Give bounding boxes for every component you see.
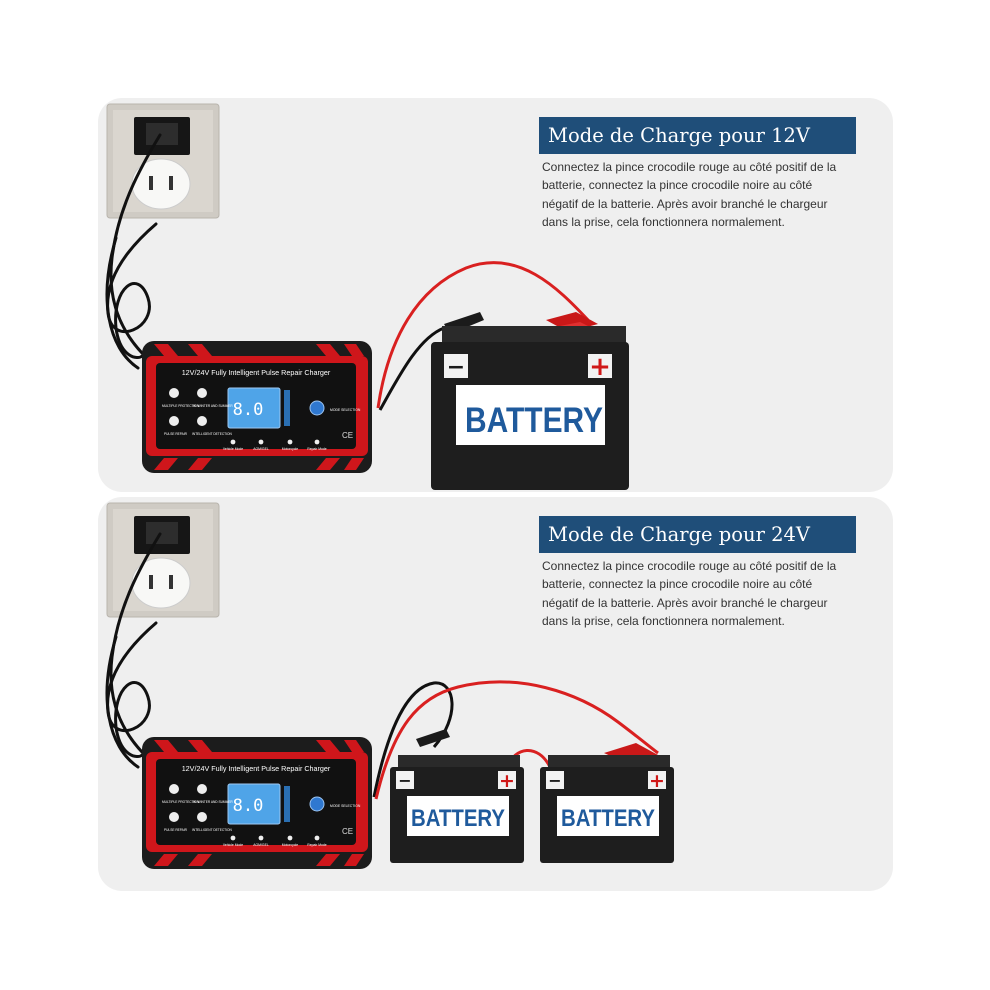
mode-selection-label: MODE SELECTION xyxy=(330,408,361,412)
section-description: Connectez la pince crocodile rouge au cô… xyxy=(542,557,852,631)
description-line: batterie, connectez la pince crocodile n… xyxy=(542,577,813,592)
mode-vehicle: Vehicle Mode xyxy=(223,447,243,451)
battery-positive-icon: + xyxy=(649,770,665,792)
battery-label: BATTERY xyxy=(465,401,603,440)
indicator-intelligent-detection: INTELLIGENT DETECTION xyxy=(192,828,232,832)
black-wire xyxy=(378,326,445,411)
panel-24v-charging-mode: 12V/24V Fully Intelligent Pulse Repair C… xyxy=(98,497,893,891)
battery-label: BATTERY xyxy=(411,805,505,832)
description-line: négatif de la batterie. Après avoir bran… xyxy=(542,595,828,610)
description-line: dans la prise, cela fonctionnera normale… xyxy=(542,614,785,629)
mode-motorcycle: Motorcycle xyxy=(282,447,299,451)
charger-display-value: 8.0 xyxy=(233,400,264,420)
description-line: Connectez la pince crocodile rouge au cô… xyxy=(542,160,837,174)
indicator-intelligent-detection: INTELLIGENT DETECTION xyxy=(192,432,232,436)
red-wire xyxy=(374,680,659,800)
battery xyxy=(390,755,524,863)
description-line: dans la prise, cela fonctionnera normale… xyxy=(542,215,785,230)
mode-motorcycle: Motorcycle xyxy=(282,843,299,847)
mode-repair: Repair Mode xyxy=(307,447,327,451)
battery-positive-icon: + xyxy=(499,770,515,792)
section-description: Connectez la pince crocodile rouge au cô… xyxy=(542,158,852,232)
wall-outlet xyxy=(106,502,220,618)
charger-unit xyxy=(142,341,372,473)
battery-label: BATTERY xyxy=(561,805,655,832)
mode-repair: Repair Mode xyxy=(307,843,327,847)
description-line: batterie, connectez la pince crocodile n… xyxy=(542,178,813,193)
battery xyxy=(431,326,629,490)
ce-mark: CE xyxy=(342,827,353,836)
indicator-pulse-repair: PULSE REPAIR xyxy=(164,828,188,832)
indicator-winter-summer: W. WINTER AND SUMMER xyxy=(193,800,233,804)
indicator-winter-summer: W. WINTER AND SUMMER xyxy=(193,404,233,408)
section-title: Mode de Charge pour 24V xyxy=(539,516,856,553)
charger-model-label: 12V/24V Fully Intelligent Pulse Repair C… xyxy=(182,764,331,773)
charger-model-label: 12V/24V Fully Intelligent Pulse Repair C… xyxy=(182,368,331,377)
indicator-multiple-protection: MULTIPLE PROTECTION xyxy=(162,800,200,804)
section-title: Mode de Charge pour 12V xyxy=(539,117,856,154)
illustration-24v: 12V/24V Fully Intelligent Pulse Repair C… xyxy=(105,502,674,869)
battery-negative-icon: − xyxy=(398,771,411,790)
red-wire xyxy=(376,261,590,409)
charger-display-value: 8.0 xyxy=(233,796,264,816)
mode-vehicle: Vehicle Mode xyxy=(223,843,243,847)
black-clamp xyxy=(416,729,450,747)
description-line: Connectez la pince crocodile rouge au cô… xyxy=(542,559,837,573)
mode-agm-gel: AGM/GEL xyxy=(253,843,269,847)
black-wire xyxy=(372,681,454,798)
description-line: négatif de la batterie. Après avoir bran… xyxy=(542,196,828,211)
mode-agm-gel: AGM/GEL xyxy=(253,447,269,451)
mode-selection-label: MODE SELECTION xyxy=(330,804,361,808)
power-cable xyxy=(105,532,162,769)
battery-negative-icon: − xyxy=(548,771,561,790)
panel-12v-charging-mode: 12V/24V Fully Intelligent Pulse Repair C… xyxy=(98,98,893,492)
charger-unit xyxy=(142,737,372,869)
indicator-multiple-protection: MULTIPLE PROTECTION xyxy=(162,404,200,408)
battery-negative-icon: − xyxy=(447,355,465,380)
power-cable xyxy=(105,133,162,370)
battery-positive-icon: + xyxy=(589,352,611,382)
battery xyxy=(540,755,674,863)
ce-mark: CE xyxy=(342,431,353,440)
illustration-12v: 12V/24V Fully Intelligent Pulse Repair C… xyxy=(105,103,629,490)
wall-outlet xyxy=(106,103,220,219)
indicator-pulse-repair: PULSE REPAIR xyxy=(164,432,188,436)
